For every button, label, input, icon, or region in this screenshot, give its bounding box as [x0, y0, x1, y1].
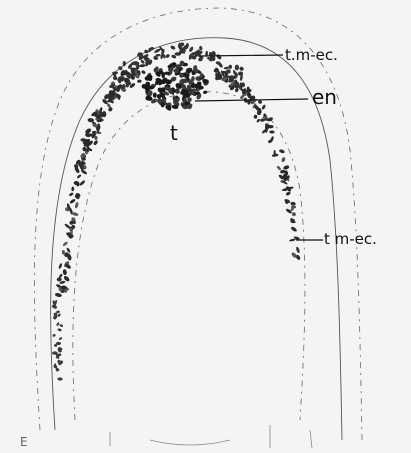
corner-mark: E	[20, 435, 28, 449]
label-tm-ec-top: t.m-ec.	[285, 46, 338, 64]
cell-dot	[229, 65, 232, 69]
label-en: en	[312, 85, 337, 109]
label-tm-ec-side: t m-ec.	[324, 230, 377, 248]
label-t: t	[170, 121, 178, 145]
